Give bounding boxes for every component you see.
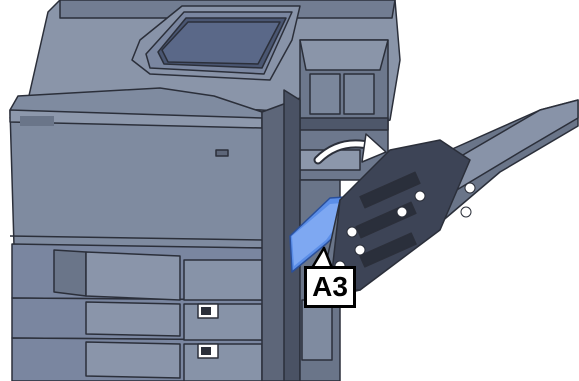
callout-label-a3: A3 [304, 266, 356, 308]
paper-drawers [12, 244, 264, 381]
printer-front-body [10, 88, 264, 248]
